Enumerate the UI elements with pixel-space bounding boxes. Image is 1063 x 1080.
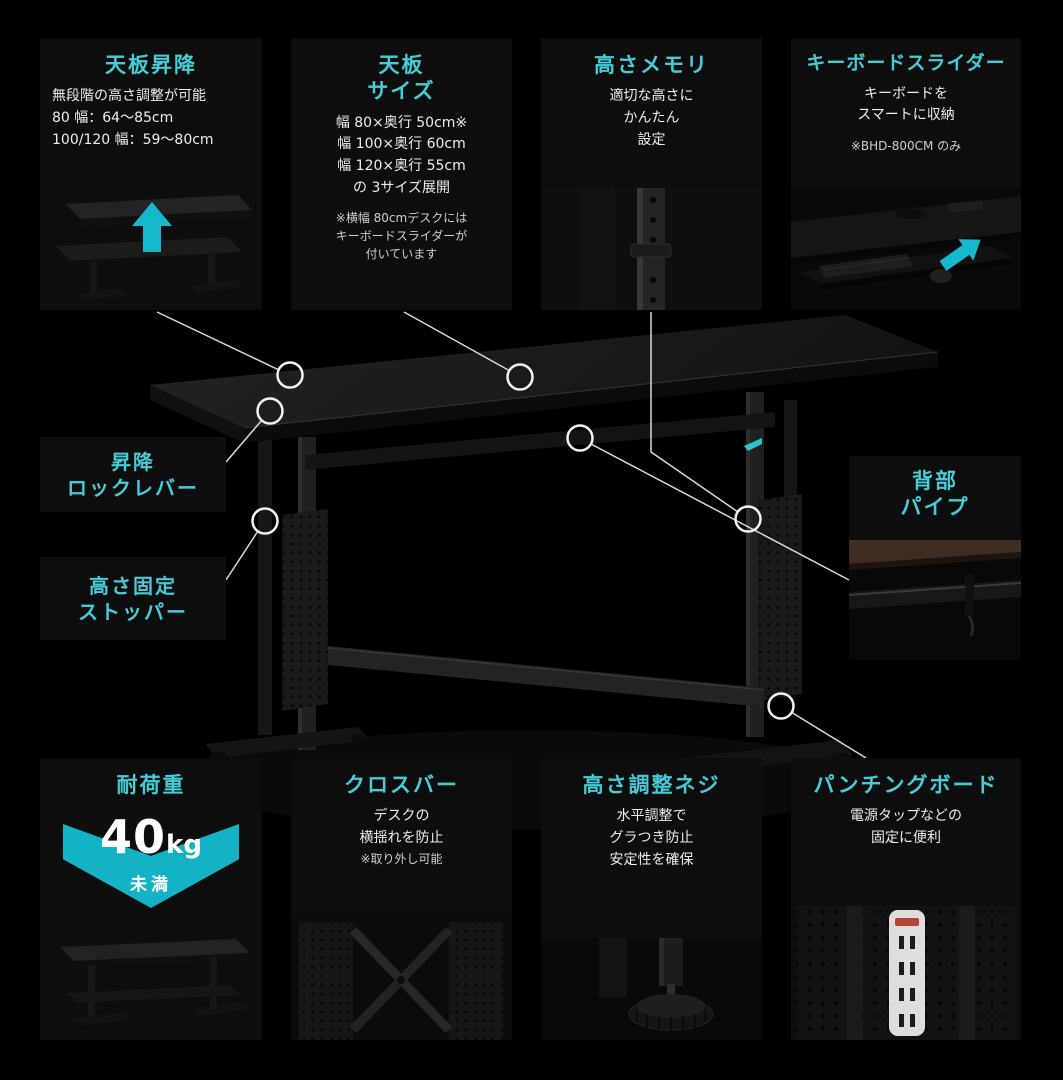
feature-box-lock-lever: 昇降 ロックレバー <box>40 437 226 512</box>
mini-desk <box>56 195 252 301</box>
lock-lever <box>252 425 272 439</box>
keyboard <box>819 254 913 278</box>
crossbar-thumbnail <box>291 918 512 1040</box>
feature-note: 付いています <box>365 247 438 262</box>
memory-clamp <box>630 243 672 258</box>
slide-arrow-icon <box>939 239 981 271</box>
cross-stretcher <box>327 646 765 707</box>
left-foot <box>205 727 370 758</box>
load-capacity-value: 40kg <box>40 810 262 864</box>
feature-title: 昇降 <box>111 449 155 474</box>
feature-line: 横揺れを防止 <box>359 829 444 846</box>
callout-circle-memory <box>734 505 762 533</box>
feature-line: グラつき防止 <box>609 829 694 846</box>
feature-title: 耐荷重 <box>116 773 186 797</box>
screw-thumbnail <box>541 938 762 1040</box>
slider-thumbnail <box>791 188 1021 310</box>
right-leg <box>627 392 853 798</box>
callout-circles <box>251 361 795 720</box>
feature-line: 幅 100×奥行 60cm <box>337 136 466 153</box>
feature-title: 高さメモリ <box>594 53 709 77</box>
feature-line: 無段階の高さ調整が可能 <box>52 88 206 105</box>
callout-lines <box>156 311 867 759</box>
feature-line: デスクの <box>373 808 430 825</box>
feature-box-back-pipe: 背部 パイプ <box>849 456 1021 660</box>
load-number: 40 <box>100 810 167 864</box>
pipe <box>849 580 1021 609</box>
feature-line: 幅 80×奥行 50cm※ <box>335 114 468 131</box>
desk-top <box>150 315 939 443</box>
callout-circle-size <box>506 363 534 391</box>
back-pipe-thumbnail <box>849 540 1021 660</box>
title-line: パイプ <box>900 495 970 520</box>
feature-line: 固定に便利 <box>871 829 941 846</box>
feature-box-keyboard-slider: キーボードスライダー キーボードを スマートに収納 ※BHD-800CM のみ <box>791 38 1021 310</box>
lift-thumbnail <box>56 195 252 301</box>
title-line: 天板 <box>378 53 425 77</box>
feature-note: ※BHD-800CM のみ <box>850 139 962 154</box>
feature-title: キーボードスライダー <box>806 52 1006 74</box>
brand-logo <box>744 438 762 451</box>
feature-title: 背部 パイプ <box>849 456 1021 521</box>
feature-box-punching-board: パンチングボード 電源タップなどの 固定に便利 <box>791 758 1021 1040</box>
callout-circle-back-pipe <box>566 424 594 452</box>
feature-line: 80 幅：64〜85cm <box>52 109 174 126</box>
load-suffix: 未満 <box>130 875 172 895</box>
feature-line: かんたん <box>623 109 680 126</box>
load-unit: kg <box>166 830 202 860</box>
back-pipe <box>305 412 775 470</box>
power-strip <box>889 910 925 1036</box>
callout-circle-stopper <box>251 507 279 535</box>
feature-line: 幅 120×奥行 55cm <box>337 157 466 174</box>
callout-circle-punching <box>767 692 795 720</box>
feature-title: 天板 サイズ <box>291 38 512 105</box>
mini-desk <box>60 939 252 1026</box>
feature-title: 天板昇降 <box>105 53 197 77</box>
feature-line: スマートに収納 <box>857 107 955 124</box>
callout-circle-lift <box>276 361 304 389</box>
punching-thumbnail <box>797 906 1015 1040</box>
memory-thumbnail <box>541 188 762 310</box>
feature-title: クロスバー <box>344 773 459 797</box>
feature-box-height-stopper: 高さ固定 ストッパー <box>40 557 226 640</box>
feature-box-load-capacity: 耐荷重 40kg 未満 <box>40 758 262 1040</box>
feature-line: 電源タップなどの <box>850 808 962 825</box>
feature-title: 高さ調整ネジ <box>582 773 721 797</box>
feature-box-height-memory: 高さメモリ 適切な高さに かんたん 設定 <box>541 38 762 310</box>
feature-line: 水平調整で <box>616 808 687 825</box>
feature-title: ロックレバー <box>67 475 199 500</box>
feature-title: ストッパー <box>78 599 188 624</box>
load-thumbnail <box>60 939 252 1026</box>
feature-line: 設定 <box>637 131 666 148</box>
title-line: サイズ <box>367 79 436 104</box>
left-punching-panel <box>282 509 328 711</box>
feature-note: ※取り外し可能 <box>360 851 443 866</box>
mouse <box>930 269 952 283</box>
feature-title: 高さ固定 <box>89 573 177 598</box>
feature-note: キーボードスライダーが <box>335 229 468 244</box>
lift-up-arrow-icon <box>132 202 172 252</box>
feature-line: 安定性を確保 <box>609 851 694 868</box>
feature-line: 100/120 幅：59〜80cm <box>52 131 214 148</box>
feature-line: の 3サイズ展開 <box>353 179 450 196</box>
right-punching-panel <box>758 494 802 701</box>
feature-box-top-lift: 天板昇降 無段階の高さ調整が可能 80 幅：64〜85cm 100/120 幅：… <box>40 38 262 310</box>
feature-note: ※横幅 80cmデスクには <box>335 211 468 226</box>
feature-box-crossbar: クロスバー デスクの 横揺れを防止 ※取り外し可能 <box>291 758 512 1040</box>
feature-line: 適切な高さに <box>609 88 694 105</box>
feature-box-top-size: 天板 サイズ 幅 80×奥行 50cm※ 幅 100×奥行 60cm 幅 120… <box>291 38 512 310</box>
feature-line: キーボードを <box>864 85 948 102</box>
left-leg <box>205 420 370 760</box>
callout-circle-lock-lever <box>256 397 284 425</box>
feature-box-adjuster-screw: 高さ調整ネジ 水平調整で グラつき防止 安定性を確保 <box>541 758 762 1040</box>
feature-title: パンチングボード <box>813 773 999 797</box>
title-line: 背部 <box>912 469 958 493</box>
